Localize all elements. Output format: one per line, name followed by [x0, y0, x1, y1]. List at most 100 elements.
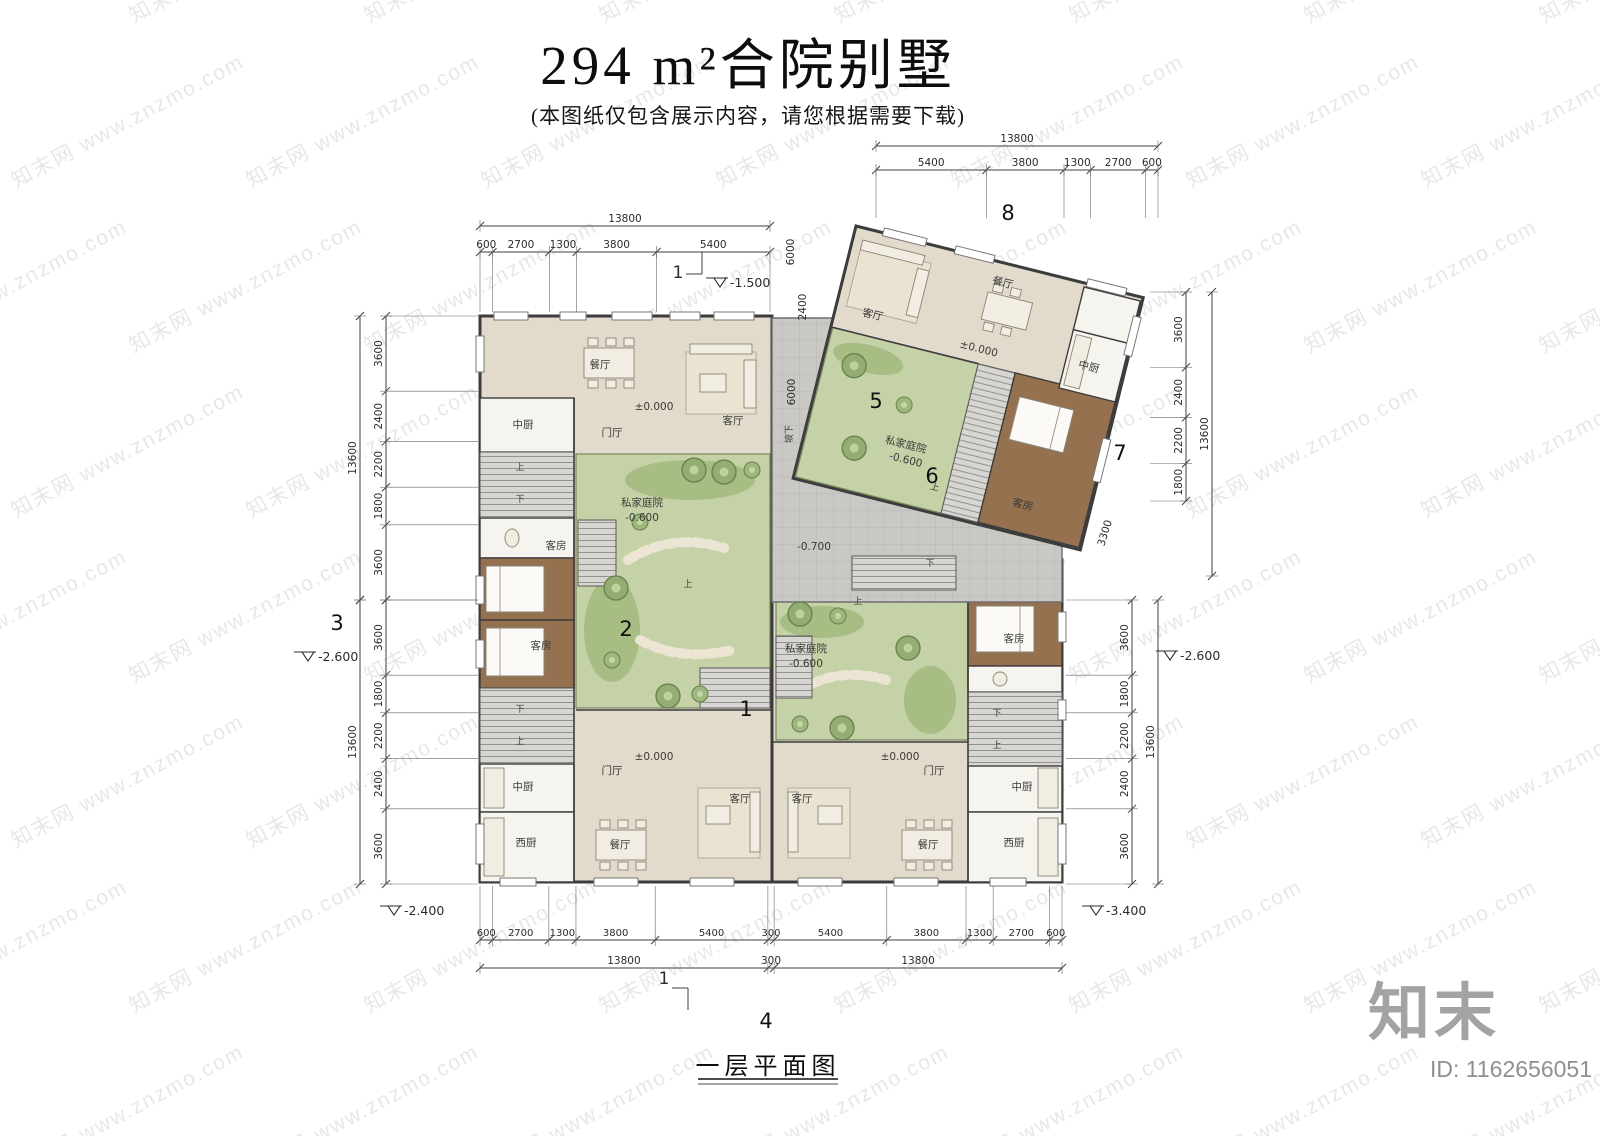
- dim-label: 3800: [1012, 157, 1039, 169]
- dim-label: 3600: [373, 549, 385, 576]
- room-label: 客房: [531, 639, 552, 652]
- room-label: ±0.000: [635, 751, 674, 763]
- room-label: 上: [515, 462, 524, 473]
- room-label: -0.700: [797, 541, 831, 553]
- dim-label: 3800: [914, 928, 939, 939]
- bed: [1008, 396, 1075, 454]
- dim-label: 2700: [1105, 157, 1132, 169]
- stair-right: [967, 691, 1063, 767]
- dining-table: [583, 347, 635, 379]
- room-label: 私家庭院: [621, 496, 663, 509]
- room-label: 门厅: [924, 764, 945, 777]
- room-label: 西厨: [1004, 837, 1026, 849]
- dim-label: 13600: [1145, 725, 1157, 758]
- dim-label: 6000: [785, 239, 797, 266]
- dim-label: 3600: [1173, 316, 1185, 343]
- room-label: 客厅: [723, 414, 744, 427]
- room-label: 下: [515, 495, 524, 505]
- room-label: ±0.000: [881, 751, 920, 763]
- dim-label: 2700: [1009, 928, 1034, 939]
- dim-label: 2200: [373, 722, 385, 749]
- page-subtitle: (本图纸仅包含展示内容，请您根据需要下载): [531, 104, 965, 128]
- windows: [475, 311, 1067, 887]
- dim-label: 1800: [1119, 681, 1131, 708]
- right-building: [770, 558, 1064, 884]
- dim-label: 1800: [373, 493, 385, 520]
- room-label: ±0.000: [635, 401, 674, 413]
- dim-label: 600: [1046, 928, 1065, 939]
- dim-label: 600: [1142, 157, 1162, 169]
- dining-table: [901, 829, 953, 861]
- room-label: 客厅: [792, 792, 813, 805]
- page-title: 294 m²合院别墅: [540, 35, 956, 96]
- dim-label: 300: [761, 955, 781, 967]
- room-label: 上: [992, 740, 1001, 751]
- room-label: 门厅: [602, 764, 623, 777]
- elevation-label: -2.600: [1180, 648, 1220, 663]
- dim-label: 3600: [373, 340, 385, 367]
- dim-label: 5400: [700, 239, 727, 251]
- room-label: 私家庭院: [785, 642, 827, 655]
- bed: [485, 627, 545, 677]
- room-label: 下: [925, 559, 934, 569]
- elevation-marker-icon: [294, 651, 316, 662]
- room-label: 中厨: [1077, 358, 1101, 376]
- dim-label: 600: [476, 239, 496, 251]
- dim-label: 3800: [603, 928, 628, 939]
- dim-label: 13600: [1199, 417, 1211, 450]
- room-label: 客房: [1011, 496, 1035, 514]
- room-label: 中厨: [1012, 780, 1034, 793]
- bed: [485, 565, 545, 613]
- dim-label: 2700: [508, 928, 533, 939]
- dim-label: 3300: [1095, 519, 1114, 548]
- dim-label: 5400: [699, 928, 724, 939]
- dim-label: 2400: [797, 294, 809, 321]
- elevation-label: -2.600: [318, 649, 358, 664]
- dim-label: 2400: [1119, 770, 1131, 797]
- elevation-marker-icon: [706, 277, 728, 288]
- plan-caption: 一层平面图: [695, 1054, 841, 1080]
- dim-label: 2400: [373, 770, 385, 797]
- unit-number: 4: [759, 1009, 772, 1033]
- room-label: -0.600: [789, 658, 823, 670]
- room-label: 西厨: [516, 837, 537, 849]
- dim-label: 13800: [1000, 133, 1033, 145]
- room-label: 餐厅: [590, 358, 611, 371]
- room-label: 门厅: [602, 426, 623, 439]
- elevation-label: -2.400: [404, 903, 444, 918]
- dining-table: [595, 829, 647, 861]
- dim-label: 1300: [1064, 157, 1091, 169]
- room-label: 坡下: [783, 425, 795, 443]
- room-label: 中厨: [513, 418, 534, 431]
- room-label: 餐厅: [918, 838, 939, 851]
- unit-number: 6: [925, 464, 938, 488]
- dim-label: 13600: [347, 725, 359, 758]
- dim-label: 2200: [373, 451, 385, 478]
- sofa: [749, 791, 761, 853]
- dim-label: 1800: [1173, 469, 1185, 496]
- section-label: 1: [659, 969, 670, 989]
- dim-label: 13600: [347, 441, 359, 474]
- dim-label: 1800: [373, 681, 385, 708]
- room-label: 上: [929, 481, 940, 494]
- dim-label: 13800: [608, 213, 641, 225]
- dim-label: 13800: [901, 955, 934, 967]
- site-logo: 知末: [1367, 980, 1500, 1048]
- elevation-marker-icon: [1156, 650, 1178, 661]
- dim-label: 1300: [550, 239, 577, 251]
- dim-label: 2200: [1173, 427, 1185, 454]
- dim-label: 1300: [967, 928, 992, 939]
- dim-label: 3600: [1119, 833, 1131, 860]
- dim-label: 3600: [373, 624, 385, 651]
- room-label: 餐厅: [610, 838, 631, 851]
- room-label: 中厨: [513, 780, 534, 793]
- unit-number: 7: [1113, 441, 1126, 465]
- unit-number: 1: [739, 697, 752, 721]
- dim-label: 2400: [373, 403, 385, 430]
- room-label: 客厅: [730, 792, 751, 805]
- room-label: 客房: [546, 539, 567, 552]
- room-label: 下: [515, 705, 524, 715]
